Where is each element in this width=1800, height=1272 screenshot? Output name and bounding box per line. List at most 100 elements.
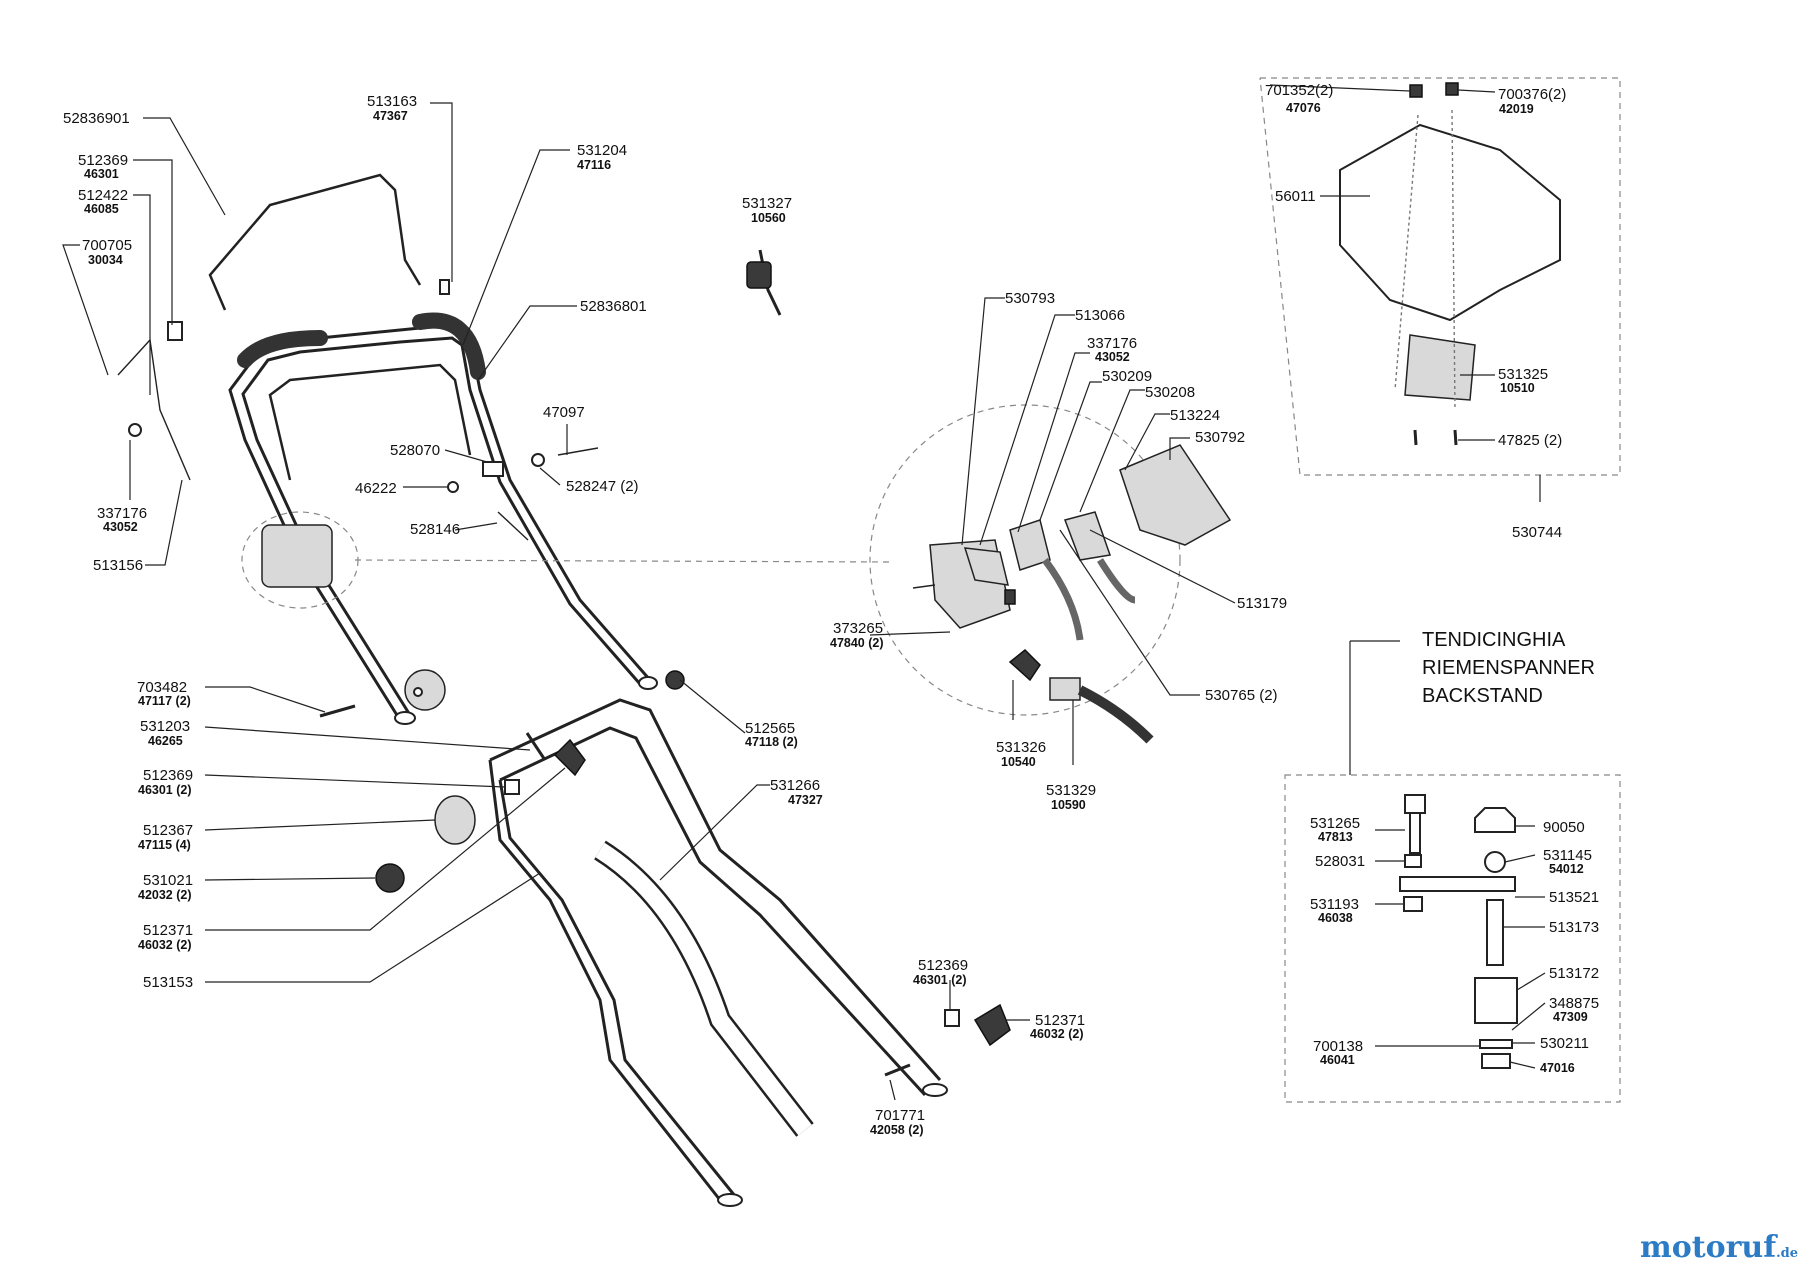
label-52836801: 52836801 [580, 298, 647, 315]
sublabel-512369-b: 46301 (2) [138, 783, 192, 797]
label-528070: 528070 [390, 442, 440, 459]
washer-530211 [1479, 1039, 1513, 1049]
battery-cover-56011 [1339, 123, 1561, 322]
label-348875: 348875 [1549, 995, 1599, 1012]
label-513173: 513173 [1549, 919, 1599, 936]
nut-700376 [1445, 82, 1459, 96]
label-530792: 530792 [1195, 429, 1245, 446]
bolt-528146 [497, 511, 529, 541]
label-513156: 513156 [93, 557, 143, 574]
drive-bar-52836901 [208, 173, 422, 311]
sublabel-531329: 10590 [1051, 798, 1086, 812]
washer-512369-lower [944, 1009, 960, 1027]
bolt-701771 [884, 1063, 911, 1077]
label-47016: 47016 [1540, 1061, 1575, 1075]
sublabel-337176-a: 43052 [103, 520, 138, 534]
cover-530792 [1119, 444, 1232, 546]
lever-530208 [1064, 511, 1112, 561]
label-46222: 46222 [355, 480, 397, 497]
watermark-logo: motoruf.de [1640, 1230, 1798, 1265]
label-373265: 373265 [833, 620, 883, 637]
sublabel-337176-b: 43052 [1095, 350, 1130, 364]
label-531193: 531193 [1310, 896, 1359, 913]
label-513521: 513521 [1549, 889, 1599, 906]
label-531204: 531204 [577, 142, 627, 159]
label-512367: 512367 [143, 822, 193, 839]
sublabel-512371-b: 46032 (2) [1030, 1027, 1084, 1041]
sublabel-512369-c: 46301 (2) [913, 973, 967, 987]
sublabel-531193: 46038 [1318, 911, 1353, 925]
watermark-text: motoruf [1640, 1230, 1778, 1265]
label-701771: 701771 [875, 1107, 925, 1124]
sublabel-531266: 47327 [788, 793, 823, 807]
label-512369-a: 512369 [78, 152, 128, 169]
label-528146: 528146 [410, 521, 460, 538]
label-700138: 700138 [1313, 1038, 1363, 1055]
threaded-rod-513173 [1486, 899, 1504, 966]
label-701352: 701352(2) [1265, 82, 1333, 99]
label-531203: 531203 [140, 718, 190, 735]
label-531021: 531021 [143, 872, 193, 889]
tensioner-title-de: RIEMENSPANNER [1422, 657, 1595, 679]
nut-90050 [1474, 807, 1516, 833]
label-530211: 530211 [1540, 1035, 1589, 1052]
tensioner-title-sv: BACKSTAND [1422, 685, 1543, 707]
label-513153: 513153 [143, 974, 193, 991]
sublabel-531021: 42032 (2) [138, 888, 192, 902]
label-531265: 531265 [1310, 815, 1360, 832]
sublabel-531204: 47116 [577, 158, 611, 172]
label-512369-c: 512369 [918, 957, 968, 974]
upper-handle [228, 312, 658, 725]
label-337176-a: 337176 [97, 505, 147, 522]
knob-531021 [375, 863, 405, 893]
label-531329: 531329 [1046, 782, 1096, 799]
sublabel-512371-a: 46032 (2) [138, 938, 192, 952]
watermark-suffix: .de [1776, 1246, 1798, 1261]
sublabel-512367: 47115 (4) [138, 838, 191, 852]
label-700376: 700376(2) [1498, 86, 1566, 103]
label-512371-b: 512371 [1035, 1012, 1085, 1029]
label-531325: 531325 [1498, 366, 1548, 383]
label-337176-b: 337176 [1087, 335, 1137, 352]
cable-513156 [117, 338, 191, 481]
label-513179: 513179 [1237, 595, 1287, 612]
bracket-528070 [482, 461, 504, 477]
label-513066: 513066 [1075, 307, 1125, 324]
sublabel-531145: 54012 [1549, 862, 1584, 876]
spacer-528031 [1404, 854, 1422, 868]
label-531326: 531326 [996, 739, 1046, 756]
sublabel-512422: 46085 [84, 202, 119, 216]
left-grip [237, 330, 328, 368]
label-703482: 703482 [137, 679, 187, 696]
lower-handle-left [488, 759, 722, 1201]
sublabel-703482: 47117 (2) [138, 694, 191, 708]
tensioner-title-it: TENDICINGHIA [1422, 629, 1566, 651]
control-bar-52836801 [268, 363, 472, 481]
label-512422: 512422 [78, 187, 128, 204]
label-530208: 530208 [1145, 384, 1195, 401]
lever-530209 [1009, 519, 1051, 571]
nut-701352 [1409, 84, 1423, 98]
label-513163: 513163 [367, 93, 417, 110]
nut-47016 [1481, 1053, 1511, 1069]
lower-handle-right [489, 698, 942, 1081]
spacer-512565 [665, 670, 685, 690]
sublabel-700705: 30034 [88, 253, 123, 267]
battery-531325 [1404, 334, 1476, 401]
washer-531145 [1484, 851, 1506, 873]
belt-tensioner-box [1284, 774, 1621, 1103]
label-512369-b: 512369 [143, 767, 193, 784]
right-grip [412, 312, 486, 380]
label-56011: 56011 [1275, 188, 1316, 205]
label-52836901: 52836901 [63, 110, 130, 127]
label-530209: 530209 [1102, 368, 1152, 385]
sublabel-701771: 42058 (2) [870, 1123, 924, 1137]
label-531266: 531266 [770, 777, 820, 794]
sublabel-700376: 42019 [1499, 102, 1534, 116]
left-control-box [261, 524, 333, 588]
sublabel-531325: 10510 [1500, 381, 1535, 395]
plate-513521 [1399, 876, 1516, 892]
label-530793: 530793 [1005, 290, 1055, 307]
sublabel-531265: 47813 [1318, 830, 1353, 844]
